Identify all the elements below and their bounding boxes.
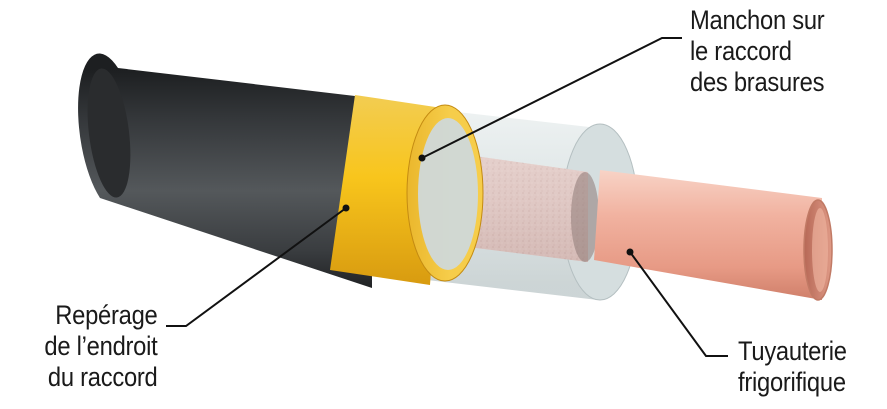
sleeve-leader-line — [421, 37, 682, 159]
sleeve-callout-label: Manchon sur le raccord des brasures — [690, 5, 825, 98]
leader-dots — [342, 154, 634, 256]
sleeve-callout-line: des brasures — [690, 67, 825, 97]
pipe-leader-line — [629, 251, 728, 357]
pipe-leader-dot — [626, 248, 634, 256]
insulation-tube — [78, 53, 372, 289]
marking-band — [330, 95, 484, 285]
pipe-callout-line: Tuyauterie — [738, 336, 847, 366]
sleeve-callout-line: Manchon sur — [690, 5, 825, 35]
sleeve-callout-line: le raccord — [690, 36, 792, 66]
pipe-callout-line: frigorifique — [738, 367, 846, 397]
sleeve-leader-dot — [418, 154, 426, 162]
pipe-callout-label: Tuyauterie frigorifique — [738, 336, 847, 398]
joint-marking-callout-line: de l’endroit — [43, 331, 157, 361]
joint-marking-leader-dot — [342, 204, 350, 212]
joint-marking-callout-line: du raccord — [47, 362, 157, 392]
joint-marking-leader-line — [166, 207, 347, 327]
joint-marking-callout-label: Repérage de l’endroit du raccord — [44, 300, 157, 393]
leader-lines — [166, 37, 728, 357]
joint-marking-callout-line: Repérage — [54, 300, 158, 330]
copper-pipe — [594, 170, 833, 301]
